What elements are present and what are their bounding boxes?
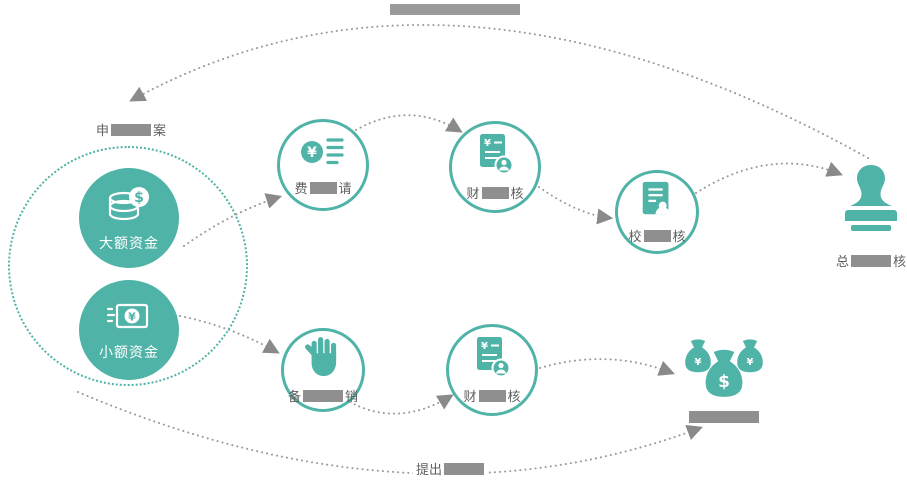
arrow-apply-to-finance <box>355 114 463 133</box>
stamp-icon <box>840 163 902 245</box>
redacted-text <box>643 229 671 242</box>
pool-label: 申 案 <box>96 120 166 139</box>
finance-doc-person-icon: ¥ <box>473 132 517 180</box>
arrow-finance-to-bags <box>539 358 675 376</box>
svg-text:¥: ¥ <box>747 357 754 368</box>
reimburse-node: 备 销 <box>281 328 365 412</box>
title-redacted-bar <box>390 4 520 15</box>
verify-review-label: 校 核 <box>628 229 686 245</box>
redacted-text <box>309 181 337 194</box>
svg-text:¥: ¥ <box>695 357 702 368</box>
expense-apply-label: 费 请 <box>294 181 352 197</box>
money-bags-icon: ¥ ¥ $ <box>678 325 770 409</box>
redacted-text <box>478 389 506 402</box>
redacted-text <box>111 123 152 136</box>
finance-review-top-node: ¥ 财 核 <box>449 121 541 213</box>
arrow-review-to-approver <box>695 161 843 194</box>
arrow-approver-to-pool <box>129 24 869 159</box>
pool-label-prefix: 申 <box>96 124 110 139</box>
finance-review-bottom-label: 财 核 <box>463 389 521 405</box>
large-funds-node: $ 大额资金 <box>79 168 179 268</box>
banknote-icon: ¥ <box>105 298 153 340</box>
approver-label: 总 核 <box>835 254 907 270</box>
redacted-text <box>851 254 891 267</box>
redacted-text <box>303 389 343 402</box>
redacted-text <box>481 186 509 199</box>
redacted-text <box>444 462 485 475</box>
withdraw-label: 提出 <box>413 459 488 478</box>
arrow-finance-to-review <box>538 186 614 225</box>
svg-text:¥: ¥ <box>307 145 317 161</box>
small-funds-node: ¥ 小额资金 <box>79 280 179 380</box>
expense-list-icon: ¥ <box>299 133 347 175</box>
cash-out-node: ¥ ¥ $ <box>678 325 770 423</box>
svg-text:$: $ <box>134 190 144 206</box>
finance-doc-person-icon: ¥ <box>470 335 514 383</box>
cash-out-label <box>689 411 759 423</box>
finance-review-bottom-node: ¥ 财 核 <box>446 324 538 416</box>
expense-apply-node: ¥ 费 请 <box>277 119 369 211</box>
svg-text:¥: ¥ <box>128 311 136 324</box>
coins-icon: $ <box>105 183 153 231</box>
reimburse-label: 备 销 <box>287 389 359 405</box>
svg-text:$: $ <box>718 372 730 392</box>
large-funds-label: 大额资金 <box>99 236 159 252</box>
svg-text:¥: ¥ <box>484 138 491 149</box>
verify-review-node: 校 核 <box>615 170 699 254</box>
funds-pool-ring <box>8 146 248 386</box>
approver-node: 总 核 <box>835 163 907 270</box>
small-funds-label: 小额资金 <box>99 345 159 361</box>
svg-text:¥: ¥ <box>481 341 488 352</box>
review-doc-person-icon <box>637 179 677 223</box>
redacted-text <box>689 411 759 423</box>
hand-icon <box>303 335 343 383</box>
arrow-reimburse-to-finance <box>349 394 454 415</box>
finance-review-top-label: 财 核 <box>466 186 524 202</box>
arrow-pool-withdraw-to-bags <box>77 391 703 475</box>
pool-label-suffix: 案 <box>153 124 167 139</box>
